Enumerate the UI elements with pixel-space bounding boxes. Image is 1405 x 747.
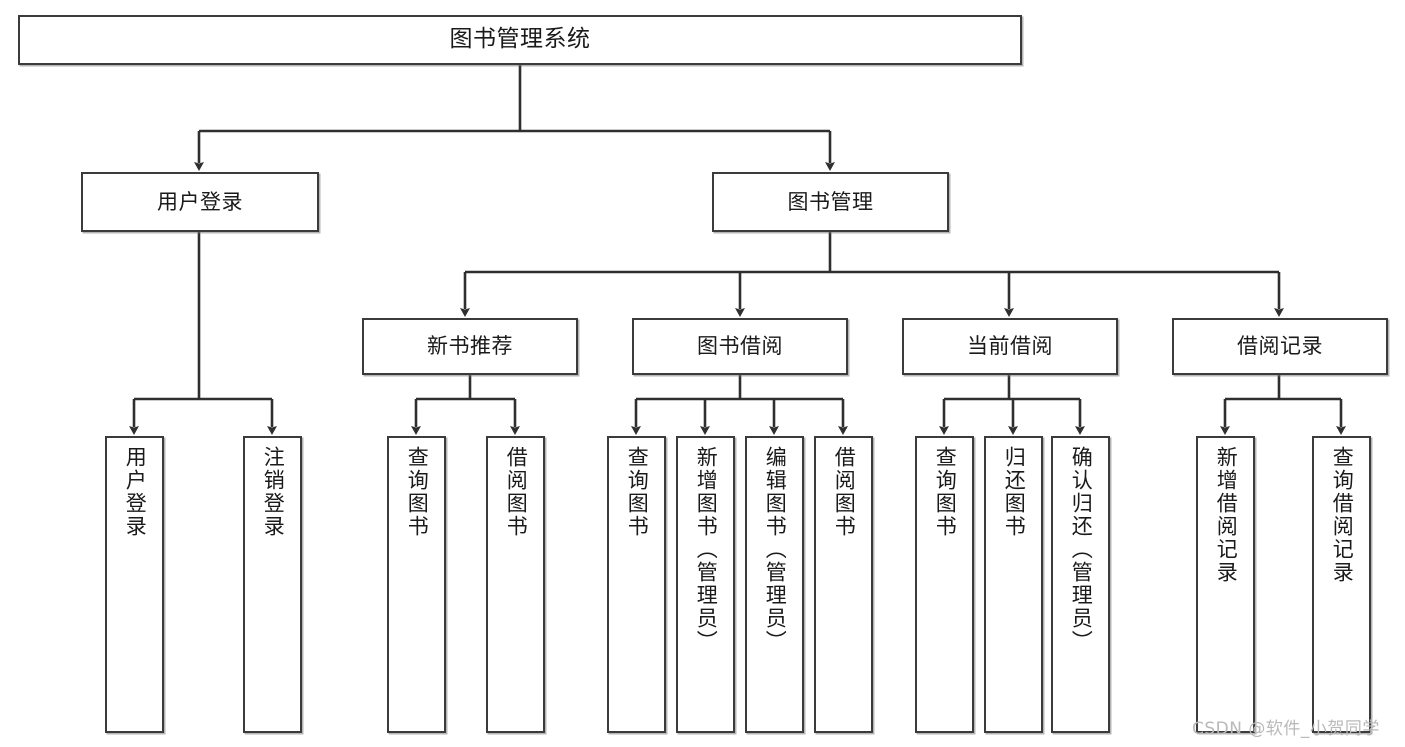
node-label: 借阅图书 xyxy=(832,446,857,538)
node-label: 借阅图书 xyxy=(504,446,529,538)
csdn-watermark: CSDN @软件_小贺同学 xyxy=(1192,719,1380,739)
node-leaf-5[interactable]: 查询图书 xyxy=(607,436,666,733)
node-label: 新增图书（管理员） xyxy=(694,446,719,653)
node-label: 用户登录 xyxy=(157,189,243,214)
node-label: 编辑图书（管理员） xyxy=(763,446,788,653)
node-l3-new[interactable]: 新书推荐 xyxy=(362,318,578,375)
node-label: 用户登录 xyxy=(123,446,148,538)
node-leaf-3[interactable]: 查询图书 xyxy=(387,436,446,733)
node-leaf-11[interactable]: 确认归还（管理员） xyxy=(1051,436,1110,733)
node-l3-borrow[interactable]: 图书借阅 xyxy=(632,318,848,375)
node-label: 新增借阅记录 xyxy=(1214,446,1239,584)
node-leaf-10[interactable]: 归还图书 xyxy=(984,436,1043,733)
node-label: 图书管理系统 xyxy=(449,26,591,53)
node-l3-current[interactable]: 当前借阅 xyxy=(902,318,1118,375)
node-label: 借阅记录 xyxy=(1237,334,1323,359)
node-l2-login[interactable]: 用户登录 xyxy=(81,172,319,232)
node-label: 图书借阅 xyxy=(697,334,783,359)
node-root[interactable]: 图书管理系统 xyxy=(18,15,1022,65)
node-leaf-8[interactable]: 借阅图书 xyxy=(814,436,873,733)
node-l3-record[interactable]: 借阅记录 xyxy=(1172,318,1388,375)
node-leaf-12[interactable]: 新增借阅记录 xyxy=(1196,436,1255,733)
node-leaf-1[interactable]: 用户登录 xyxy=(105,436,164,733)
node-leaf-2[interactable]: 注销登录 xyxy=(243,436,302,733)
node-label: 新书推荐 xyxy=(427,334,513,359)
node-label: 图书管理 xyxy=(787,189,874,214)
node-leaf-6[interactable]: 新增图书（管理员） xyxy=(676,436,735,733)
node-l2-book[interactable]: 图书管理 xyxy=(712,172,949,232)
node-leaf-7[interactable]: 编辑图书（管理员） xyxy=(745,436,804,733)
node-label: 归还图书 xyxy=(1002,446,1027,538)
node-leaf-13[interactable]: 查询借阅记录 xyxy=(1312,436,1371,733)
node-label: 注销登录 xyxy=(261,446,286,538)
node-leaf-4[interactable]: 借阅图书 xyxy=(486,436,545,733)
node-leaf-9[interactable]: 查询图书 xyxy=(915,436,974,733)
node-label: 查询图书 xyxy=(933,446,958,538)
node-label: 查询借阅记录 xyxy=(1330,446,1355,584)
node-label: 当前借阅 xyxy=(967,334,1053,359)
node-label: 确认归还（管理员） xyxy=(1069,446,1094,653)
node-label: 查询图书 xyxy=(625,446,650,538)
node-label: 查询图书 xyxy=(405,446,430,538)
